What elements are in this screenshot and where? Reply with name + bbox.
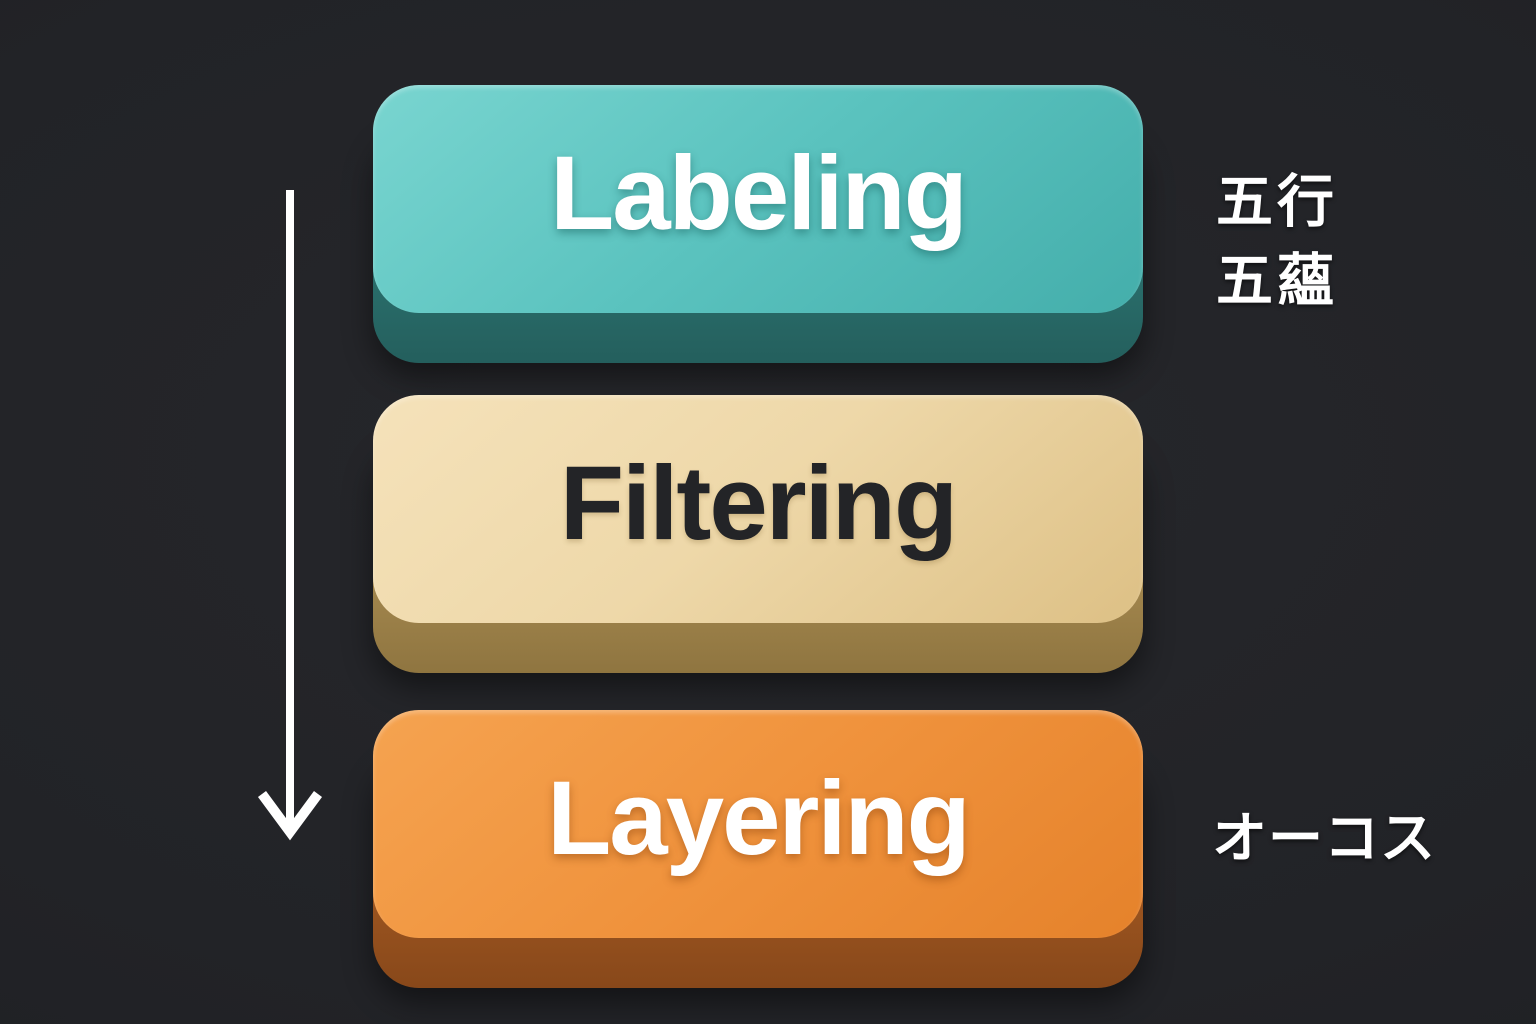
block-label: Layering xyxy=(547,759,971,877)
block-filtering[interactable]: Filtering xyxy=(373,395,1143,673)
annotation-line: オーコス xyxy=(1212,807,1437,869)
annotation-okosu: オーコス xyxy=(1212,802,1436,874)
annotation-wuxing-wuyun: 五行 五蘊 xyxy=(1216,163,1338,321)
down-arrow-icon xyxy=(257,190,323,841)
annotation-line: 五蘊 xyxy=(1216,249,1338,313)
block-layering[interactable]: Layering xyxy=(373,710,1143,988)
block-layering-face: Layering xyxy=(373,710,1143,938)
block-labeling[interactable]: Labeling xyxy=(373,85,1143,363)
block-filtering-face: Filtering xyxy=(373,395,1143,623)
annotation-line: 五行 xyxy=(1216,170,1338,234)
block-label: Filtering xyxy=(559,444,958,562)
block-label: Labeling xyxy=(550,134,968,252)
block-labeling-face: Labeling xyxy=(373,85,1143,313)
